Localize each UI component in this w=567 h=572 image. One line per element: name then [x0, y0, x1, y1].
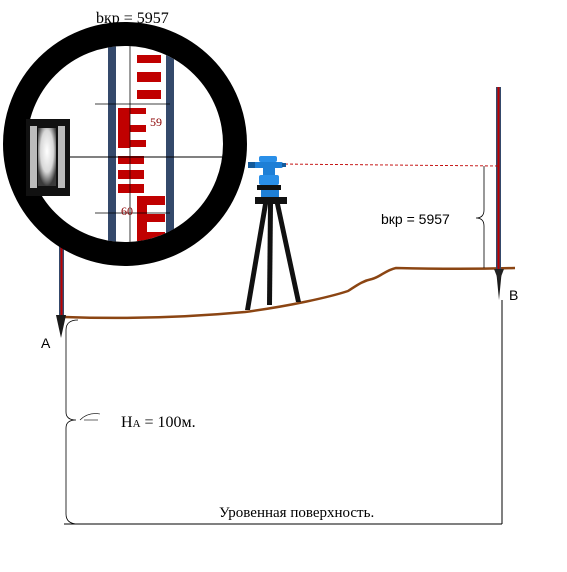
staff-a-stripe — [60, 238, 63, 317]
height-prefix: H — [121, 414, 133, 431]
staff-b-stripe — [497, 87, 500, 269]
height-label: HA = 100м. — [121, 414, 196, 432]
ground-profile — [63, 266, 516, 320]
tripod — [245, 197, 301, 310]
height-brace-bend — [79, 413, 101, 421]
level-instrument — [248, 156, 286, 197]
height-value: = 100м. — [140, 414, 196, 431]
line-of-sight — [279, 163, 500, 167]
magnifier-lens — [3, 22, 247, 266]
point-b-label: B — [509, 287, 519, 303]
right-staff-reading: bкр = 5957 — [381, 211, 450, 227]
level-surface-label: Уровенная поверхность. — [219, 505, 375, 521]
staff-b-foot — [494, 269, 504, 282]
top-staff-reading: bкр = 5957 — [96, 10, 169, 27]
point-a-label: A — [41, 335, 51, 351]
right-reading-brace — [475, 166, 485, 268]
height-subscript: A — [132, 418, 141, 430]
staff-mark-59: 59 — [150, 115, 162, 129]
staff-mark-60: 60 — [121, 204, 133, 218]
height-brace — [65, 319, 79, 525]
staff-a-pin — [56, 315, 66, 338]
